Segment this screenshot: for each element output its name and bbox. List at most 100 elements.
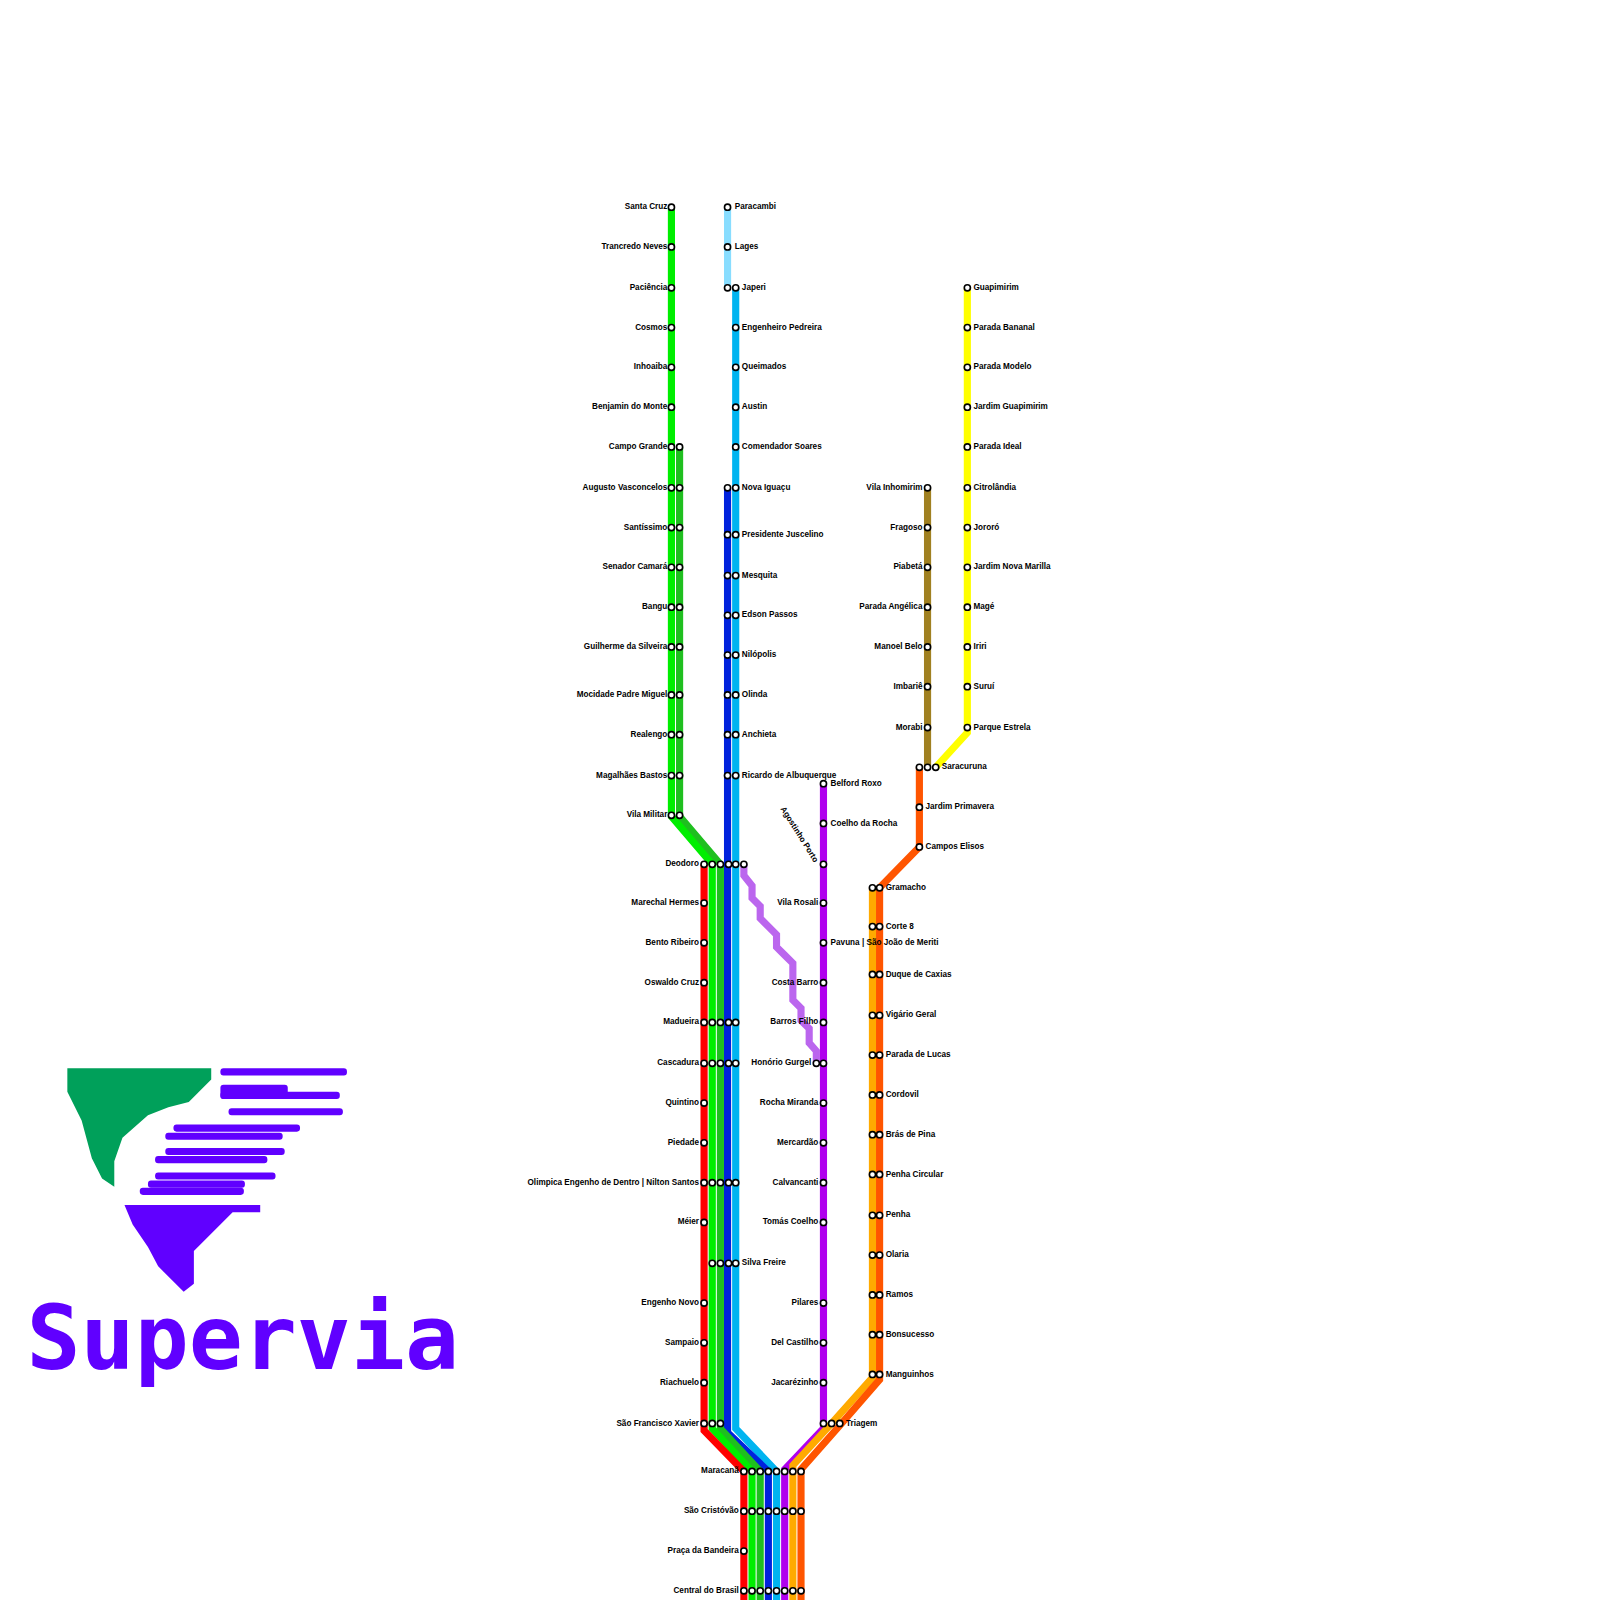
station-dot xyxy=(668,244,674,250)
station-dot xyxy=(749,1468,755,1474)
station-dot xyxy=(924,564,930,570)
station-name: Silva Freire xyxy=(742,1259,786,1267)
station-name: Japeri xyxy=(742,284,766,292)
station-dot xyxy=(798,1468,804,1474)
station-dot xyxy=(773,1468,779,1474)
station-name: São Francisco Xavier xyxy=(616,1419,699,1427)
station-name: Brás de Pina xyxy=(886,1131,935,1139)
station-name: Oswaldo Cruz xyxy=(645,979,699,987)
station-dot xyxy=(933,764,939,770)
station-name: Suruí xyxy=(973,683,994,691)
station-name: Jardim Nova Marilla xyxy=(973,563,1050,571)
station-name: Central do Brasil xyxy=(673,1587,738,1595)
station-dot xyxy=(877,971,883,977)
station-name: Paracambi xyxy=(735,203,776,211)
station-name: Deodoro xyxy=(665,860,699,868)
station-name: Olaria xyxy=(886,1251,909,1259)
station-dot xyxy=(869,1092,875,1098)
station-dot xyxy=(741,1508,747,1514)
station-dot xyxy=(765,1468,771,1474)
station-dot xyxy=(741,1548,747,1554)
station-dot xyxy=(709,1420,715,1426)
station-dot xyxy=(668,692,674,698)
station-name: Jardim Primavera xyxy=(926,803,995,811)
station-dot xyxy=(709,861,715,867)
station-dot xyxy=(820,940,826,946)
station-dot xyxy=(964,404,970,410)
station-name: Engenheiro Pedreira xyxy=(742,323,822,331)
station-dot xyxy=(869,1052,875,1058)
station-name: Cordovil xyxy=(886,1091,919,1099)
station-dot xyxy=(677,524,683,530)
station-dot xyxy=(733,285,739,291)
station-dot xyxy=(869,1371,875,1377)
station-dot xyxy=(717,861,723,867)
station-name: Nova Iguaçu xyxy=(742,484,791,492)
station-dot xyxy=(916,804,922,810)
station-name: Manguinhos xyxy=(886,1370,934,1378)
station-dot xyxy=(709,1180,715,1186)
station-dot xyxy=(701,1180,707,1186)
station-name: Benjamin do Monte xyxy=(592,403,667,411)
station-dot xyxy=(773,1508,779,1514)
station-dot xyxy=(677,692,683,698)
station-dot xyxy=(677,732,683,738)
station-dot xyxy=(820,1019,826,1025)
station-name: Mercardão xyxy=(777,1139,818,1147)
station-dot xyxy=(701,980,707,986)
station-name: Barros Filho xyxy=(770,1018,818,1026)
station-dot xyxy=(701,861,707,867)
station-name: Honório Gurgel xyxy=(751,1059,811,1067)
station-dot xyxy=(724,285,730,291)
station-dot xyxy=(757,1508,763,1514)
station-dot xyxy=(924,764,930,770)
station-name: Duque de Caxias xyxy=(886,970,952,978)
station-dot xyxy=(877,1212,883,1218)
station-dot xyxy=(773,1588,779,1594)
station-name: Quintino xyxy=(665,1099,699,1107)
station-dot xyxy=(820,1300,826,1306)
station-dot xyxy=(677,444,683,450)
station-dot xyxy=(820,820,826,826)
station-dot xyxy=(717,1019,723,1025)
station-name: Fragoso xyxy=(890,523,922,531)
station-name: Penha Circular xyxy=(886,1170,944,1178)
station-name: Agostinho Porto xyxy=(779,805,820,864)
station-dot xyxy=(724,485,730,491)
station-dot xyxy=(668,644,674,650)
station-name: Mesquita xyxy=(742,571,777,579)
station-name: Parada Bananal xyxy=(973,323,1034,331)
station-name: Olinda xyxy=(742,691,767,699)
station-dot xyxy=(757,1468,763,1474)
station-name: Del Castilho xyxy=(771,1339,818,1347)
station-dot xyxy=(701,1060,707,1066)
station-dot xyxy=(820,900,826,906)
station-dot xyxy=(709,1060,715,1066)
station-dot xyxy=(668,324,674,330)
station-dot xyxy=(820,781,826,787)
station-name: Parada Modelo xyxy=(973,363,1031,371)
station-dot xyxy=(877,1171,883,1177)
station-dot xyxy=(701,1340,707,1346)
station-name: Imbariê xyxy=(893,683,922,691)
station-name: Vila Militar xyxy=(627,811,668,819)
station-dot xyxy=(668,444,674,450)
station-dot xyxy=(869,1012,875,1018)
station-dot xyxy=(820,1180,826,1186)
station-name: Jororó xyxy=(973,523,999,531)
station-dot xyxy=(869,1332,875,1338)
station-name: Praça da Bandeira xyxy=(668,1547,739,1555)
rail-line xyxy=(936,288,968,768)
station-name: Comendador Soares xyxy=(742,443,822,451)
station-name: Penha xyxy=(886,1211,911,1219)
station-dot xyxy=(964,285,970,291)
station-dot xyxy=(964,524,970,530)
station-name: Belford Roxo xyxy=(831,780,882,788)
rail-line xyxy=(924,488,931,768)
station-name: Costa Barro xyxy=(772,979,819,987)
station-dot xyxy=(733,732,739,738)
station-dot xyxy=(964,324,970,330)
station-dot xyxy=(869,1132,875,1138)
station-dot xyxy=(733,572,739,578)
station-dot xyxy=(782,1508,788,1514)
